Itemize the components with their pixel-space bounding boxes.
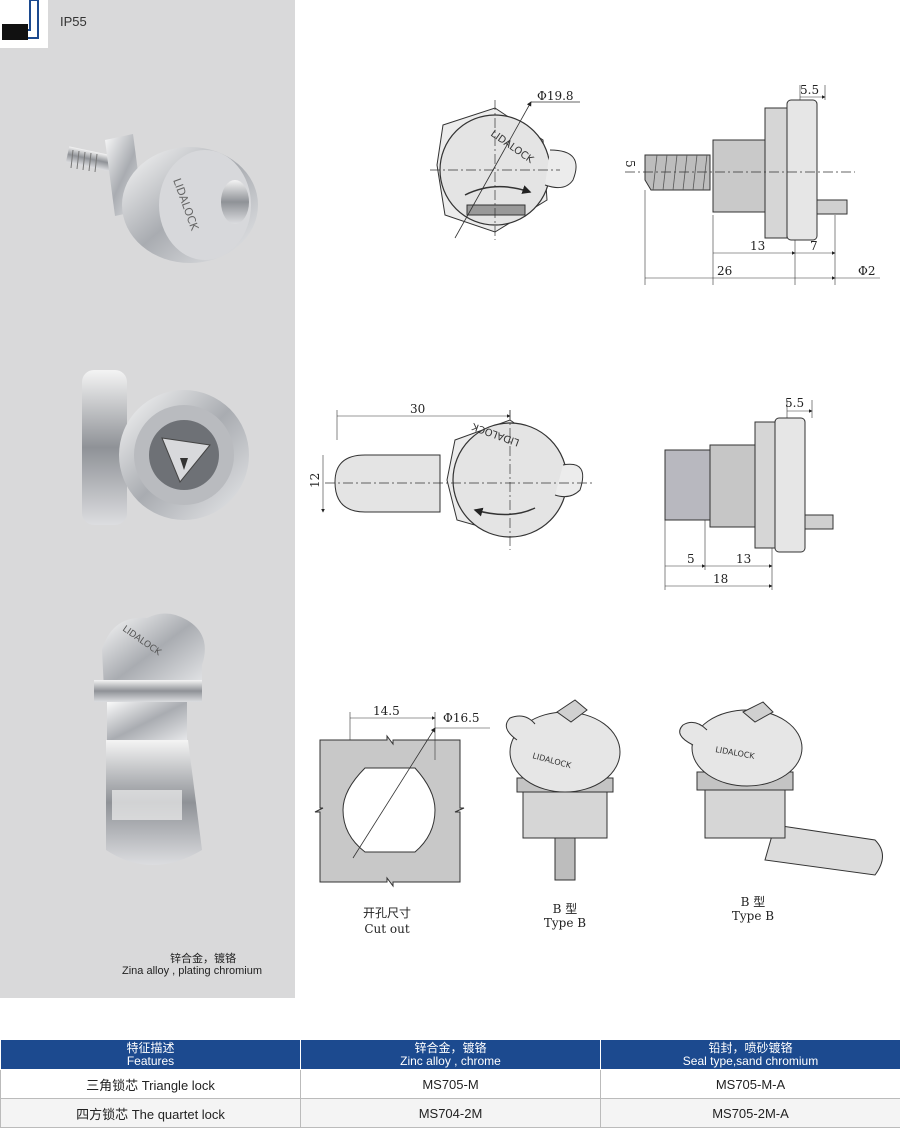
typeb1-caption-en: Type B [530,916,600,930]
cutout-caption-en: Cut out [342,922,432,936]
drawing-mid-side: 5.5 5 13 18 [665,396,833,590]
technical-drawings: LIDALOCK Φ19.8 5.5 5 13 7 26 Φ [295,0,900,998]
cell-model: MS705-2M-A [601,1099,900,1128]
dim-mid-13: 13 [736,552,751,566]
dim-top-7: 7 [810,239,818,253]
dim-mid-18: 18 [713,572,728,586]
cell-feature: 三角锁芯 Triangle lock [1,1070,301,1099]
cell-model: MS704-2M [301,1099,601,1128]
material-note-cn: 锌合金，镀铬 [170,950,236,966]
dim-top-5: 5 [623,160,637,168]
cell-model: MS705-M [301,1070,601,1099]
drawing-top-front: LIDALOCK Φ19.8 [430,89,580,240]
lock-photo-cam-arm: LIDALOCK [92,610,222,880]
typeb2-caption-en: Type B [718,909,788,923]
drawing-top-side: 5.5 5 13 7 26 Φ2 [623,83,880,285]
product-photo-panel: IP55 LIDALOCK LIDALOCK [0,0,295,998]
dim-top-26: 26 [717,264,732,278]
cutout-caption-cn: 开孔尺寸 [342,904,432,921]
drawing-type-b-bolt: LIDALOCK [506,700,620,880]
lock-photo-side: LIDALOCK [55,110,265,280]
material-note-en: Zina alloy , plating chromium [122,965,262,977]
lock-photo-triangle-front [72,360,252,540]
drawing-cutout: Φ16.5 14.5 [315,704,490,886]
dim-mid-5-5: 5.5 [785,396,804,410]
cell-model: MS705-M-A [601,1070,900,1099]
dim-top-13: 13 [750,239,765,253]
dim-cutout-14-5: 14.5 [373,704,400,718]
drawing-mid-front: LIDALOCK 30 12 [308,402,595,550]
table-row: 三角锁芯 Triangle lock MS705-M MS705-M-A [1,1070,900,1099]
cell-feature: 四方锁芯 The quartet lock [1,1099,301,1128]
dim-mid-30: 30 [410,402,425,416]
typeb2-caption-cn: B 型 [718,893,788,910]
dim-diameter-19-8: Φ19.8 [537,89,574,103]
dim-top-phi2: Φ2 [858,264,875,278]
dim-mid-5: 5 [687,552,695,566]
dim-mid-12: 12 [308,473,322,488]
table-row: 四方锁芯 The quartet lock MS704-2M MS705-2M-… [1,1099,900,1128]
corner-logo-mark [0,0,48,48]
ip-rating-label: IP55 [60,14,87,29]
dim-cutout-phi16-5: Φ16.5 [443,711,480,725]
drawing-type-b-arm: LIDALOCK [680,702,883,875]
dim-top-5-5: 5.5 [800,83,819,97]
typeb1-caption-cn: B 型 [530,900,600,917]
